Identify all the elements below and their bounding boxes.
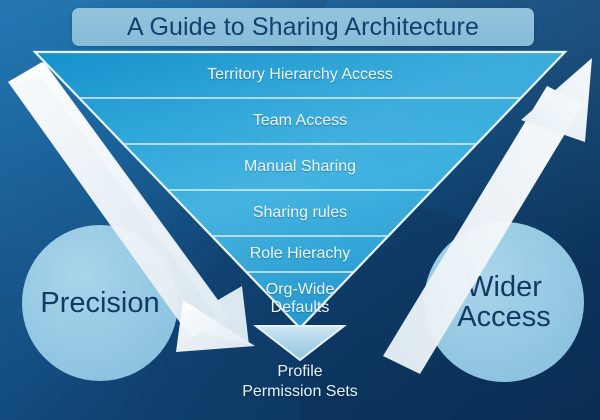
funnel-tip-line-2: Permission Sets bbox=[242, 383, 358, 401]
funnel-tip-line-1: Profile bbox=[277, 363, 323, 380]
page-title: A Guide to Sharing Architecture bbox=[127, 12, 479, 41]
title-banner: A Guide to Sharing Architecture bbox=[72, 8, 534, 46]
funnel-tip-label: Profile Permission Sets bbox=[205, 362, 395, 403]
